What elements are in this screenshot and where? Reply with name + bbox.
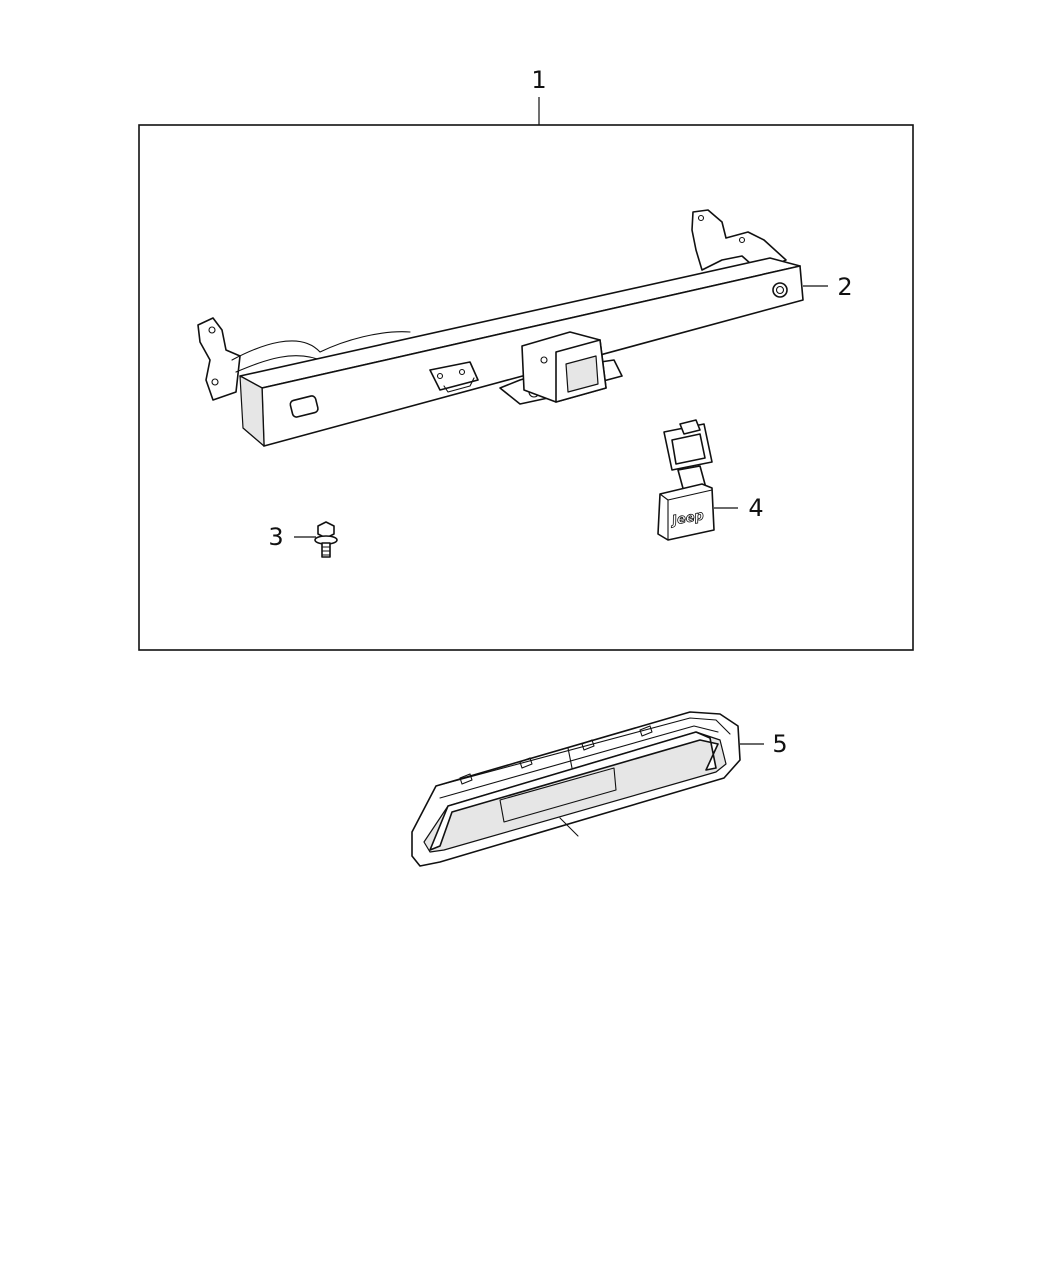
kit-frame — [138, 124, 914, 651]
callout-4: 4 — [748, 494, 763, 522]
callout-1: 1 — [531, 66, 546, 94]
bolt — [314, 521, 338, 558]
callout-3: 3 — [268, 523, 283, 551]
callout-5: 5 — [772, 730, 787, 758]
callout-2: 2 — [837, 273, 852, 301]
hitch-receiver — [197, 209, 804, 447]
bezel-trim — [411, 711, 741, 867]
jeep-logo: Jeep — [668, 508, 705, 529]
hitch-cover-plug — [657, 419, 715, 541]
